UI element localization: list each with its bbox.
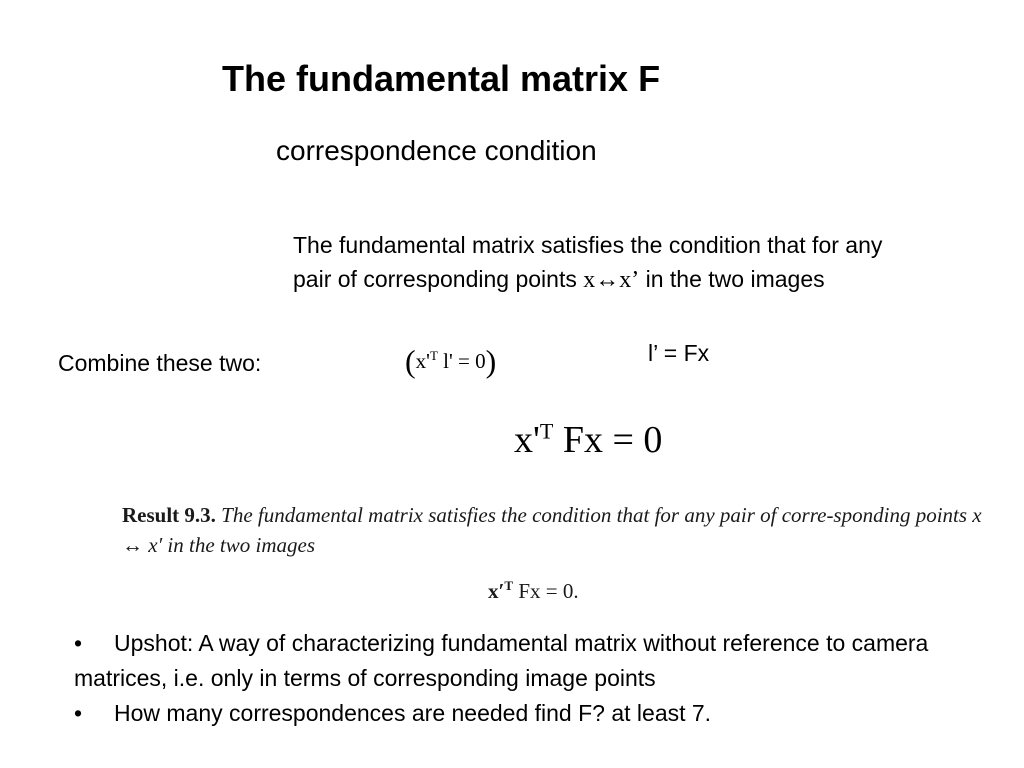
bullet-list: •Upshot: A way of characterizing fundame… — [74, 626, 1019, 731]
big-eq-base: x' — [514, 419, 540, 461]
eq-transpose: T — [429, 348, 438, 363]
result-heading: Result 9.3. — [122, 503, 216, 527]
condition-paragraph: The fundamental matrix satisfies the con… — [293, 228, 913, 297]
eq-base: x' — [415, 349, 430, 373]
slide-title: The fundamental matrix F — [222, 58, 661, 99]
big-eq-rest: Fx = 0 — [553, 419, 663, 461]
combine-label: Combine these two: — [58, 350, 262, 376]
big-eq-transpose: T — [539, 418, 554, 444]
result-eq-rest: Fx = 0. — [518, 579, 579, 603]
fundamental-equation: x'T Fx = 0 — [514, 418, 662, 462]
result-eq-transpose: T — [504, 578, 514, 593]
correspondence-symbol: x↔x’ — [583, 267, 640, 293]
eq-close-paren: ) — [485, 343, 497, 379]
point-on-line-equation: (x'T l' = 0) — [405, 343, 496, 380]
bullet-text: How many correspondences are needed find… — [114, 700, 712, 726]
slide-subtitle: correspondence condition — [276, 135, 597, 166]
result-equation: x′T Fx = 0. — [488, 578, 579, 604]
paragraph-text-before: The fundamental matrix satisfies the con… — [293, 232, 883, 292]
eq-open-paren: ( — [405, 343, 416, 379]
bullet-text: Upshot: A way of characterizing fundamen… — [74, 630, 929, 691]
result-eq-lhs: x′T — [488, 578, 514, 603]
bullet-item: • How many correspondences are needed fin… — [74, 696, 1019, 731]
result-excerpt: Result 9.3. The fundamental matrix satis… — [122, 500, 982, 560]
bullet-item: •Upshot: A way of characterizing fundame… — [74, 626, 1019, 696]
result-text: The fundamental matrix satisfies the con… — [122, 503, 982, 557]
bullet-dot: • — [74, 630, 83, 656]
result-eq-base: x′ — [488, 579, 505, 603]
paragraph-text-after: in the two images — [639, 266, 825, 292]
epipolar-line-equation: l’ = Fx — [648, 340, 710, 366]
bullet-dot: • — [74, 700, 83, 726]
eq-rest: l' = 0 — [437, 349, 486, 373]
